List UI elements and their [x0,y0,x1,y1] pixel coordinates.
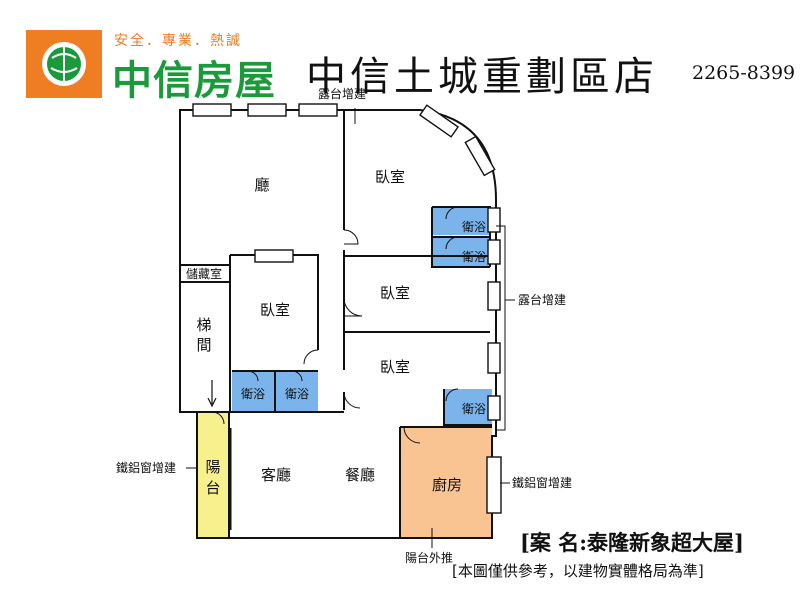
door-3-icon [343,391,361,409]
kitchen-fill [400,427,492,537]
label-storage: 儲藏室 [186,266,222,281]
stair-arrow-icon [207,380,217,408]
label-stair-1: 梯 [196,316,211,334]
brand-slogan: 安全．專業．熱誠 [114,33,242,49]
window-curve-1 [419,104,459,138]
bath-1-fill [432,207,490,235]
bath-3-fill [232,371,274,411]
label-bath-1: 衛浴 [462,220,486,234]
window-top-1 [192,103,232,117]
balcony-fill [197,412,229,538]
window-right-5 [487,395,501,421]
window-right-1 [487,207,501,233]
window-right-4 [487,342,501,374]
label-living-hall: 廳 [254,176,269,194]
note-right-terrace: 露台增建 [518,292,566,307]
label-bath-2: 衛浴 [462,250,486,264]
bath-4-fill [276,371,318,411]
label-bedroom-mid: 臥室 [380,284,410,302]
brand-name: 中信房屋 [112,58,276,104]
label-bedroom-left: 臥室 [260,301,290,319]
note-left-window: 鐵鋁窗增建 [116,460,176,475]
label-bedroom-lower: 臥室 [380,358,410,376]
label-dining: 餐廳 [345,466,375,484]
door-1-icon [343,229,359,245]
bath-5-fill [444,389,492,425]
window-top-3 [298,103,338,117]
window-curve-2 [464,135,496,177]
note-balcony-out: 陽台外推 [405,550,453,565]
window-right-3 [487,281,501,311]
door-7-icon [445,236,459,250]
window-top-2 [247,103,287,117]
label-bath-4: 衛浴 [285,387,309,401]
label-guest-hall: 客廳 [261,466,291,484]
label-stair-2: 間 [196,336,211,354]
door-5-icon [403,426,421,444]
note-top-terrace: 露台增建 [318,86,366,101]
door-6-icon [445,206,459,220]
label-kitchen: 廚房 [432,476,462,494]
window-bedroom-left [254,249,294,263]
label-balcony-2: 台 [205,479,220,497]
door-9-icon [247,370,259,382]
store-phone: 2265-8399 [692,62,796,84]
wall-bedrooms [344,255,492,538]
wall-bath-lower [443,389,492,426]
window-right-2 [487,239,501,265]
window-kitchen [486,456,502,514]
store-name: 中信土城重劃區店 [306,54,658,100]
label-bath-5: 衛浴 [462,402,486,416]
door-11-icon [211,411,225,425]
case-name: [案 名:泰隆新象超大屋] [520,530,744,555]
note-right-window: 鐵鋁窗增建 [512,475,572,490]
bath-2-fill [432,237,490,267]
door-8-icon [445,388,459,402]
door-10-icon [291,370,303,382]
door-4-icon [303,349,319,365]
brand-logo-icon [26,30,102,98]
label-balcony-1: 陽 [205,458,220,476]
disclaimer: [本圖僅供參考，以建物實體格局為準] [452,562,704,580]
door-2-icon [343,297,363,317]
right-terrace-bracket [496,225,506,431]
label-bedroom-top: 臥室 [375,168,405,186]
label-bath-3: 衛浴 [241,387,265,401]
